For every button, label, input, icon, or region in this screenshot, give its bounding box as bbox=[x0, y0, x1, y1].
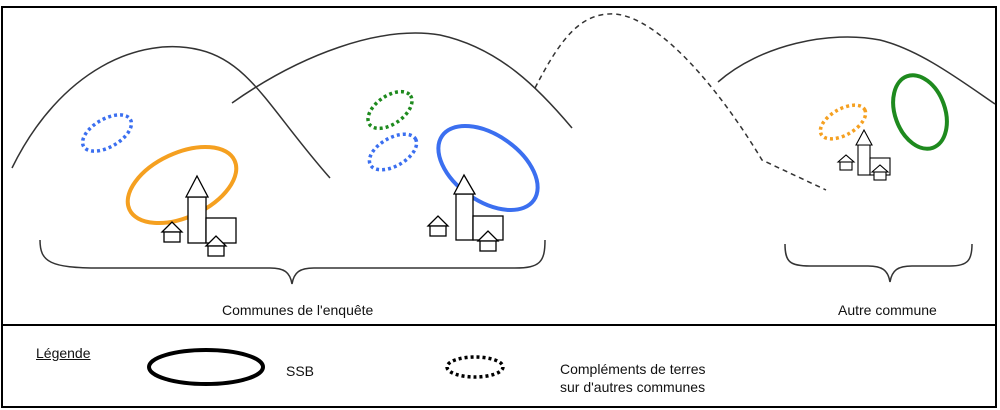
village-icon-1 bbox=[160, 174, 237, 257]
complement-blue-ellipse-1 bbox=[80, 113, 134, 153]
legend-ssb-label: SSB bbox=[286, 363, 315, 379]
hill-2 bbox=[231, 32, 573, 129]
village-icon-2 bbox=[426, 173, 504, 252]
label-autre-commune: Autre commune bbox=[838, 302, 937, 318]
ssb-green-ellipse bbox=[891, 73, 949, 151]
brace-communes-enquete bbox=[39, 239, 546, 285]
legend-complement-line-2: sur d'autres communes bbox=[560, 379, 706, 395]
hill-3-dashed bbox=[534, 13, 827, 191]
legend-complement-label: Compléments de terres sur d'autres commu… bbox=[560, 360, 706, 396]
legend-title: Légende bbox=[36, 345, 91, 361]
village-icon-3 bbox=[836, 128, 891, 181]
legend-ssb-ellipse bbox=[147, 348, 265, 386]
brace-autre-commune bbox=[784, 243, 973, 283]
ssb-blue-ellipse bbox=[436, 124, 540, 212]
hill-4 bbox=[717, 36, 996, 105]
legend-complement-line-1: Compléments de terres bbox=[560, 361, 706, 377]
hill-1 bbox=[11, 46, 331, 179]
label-communes-enquete: Communes de l'enquête bbox=[222, 302, 374, 318]
complement-green-ellipse bbox=[366, 89, 414, 131]
legend-complement-ellipse bbox=[445, 355, 505, 379]
complement-orange-ellipse bbox=[818, 103, 868, 141]
complement-blue-ellipse-2 bbox=[367, 132, 419, 172]
